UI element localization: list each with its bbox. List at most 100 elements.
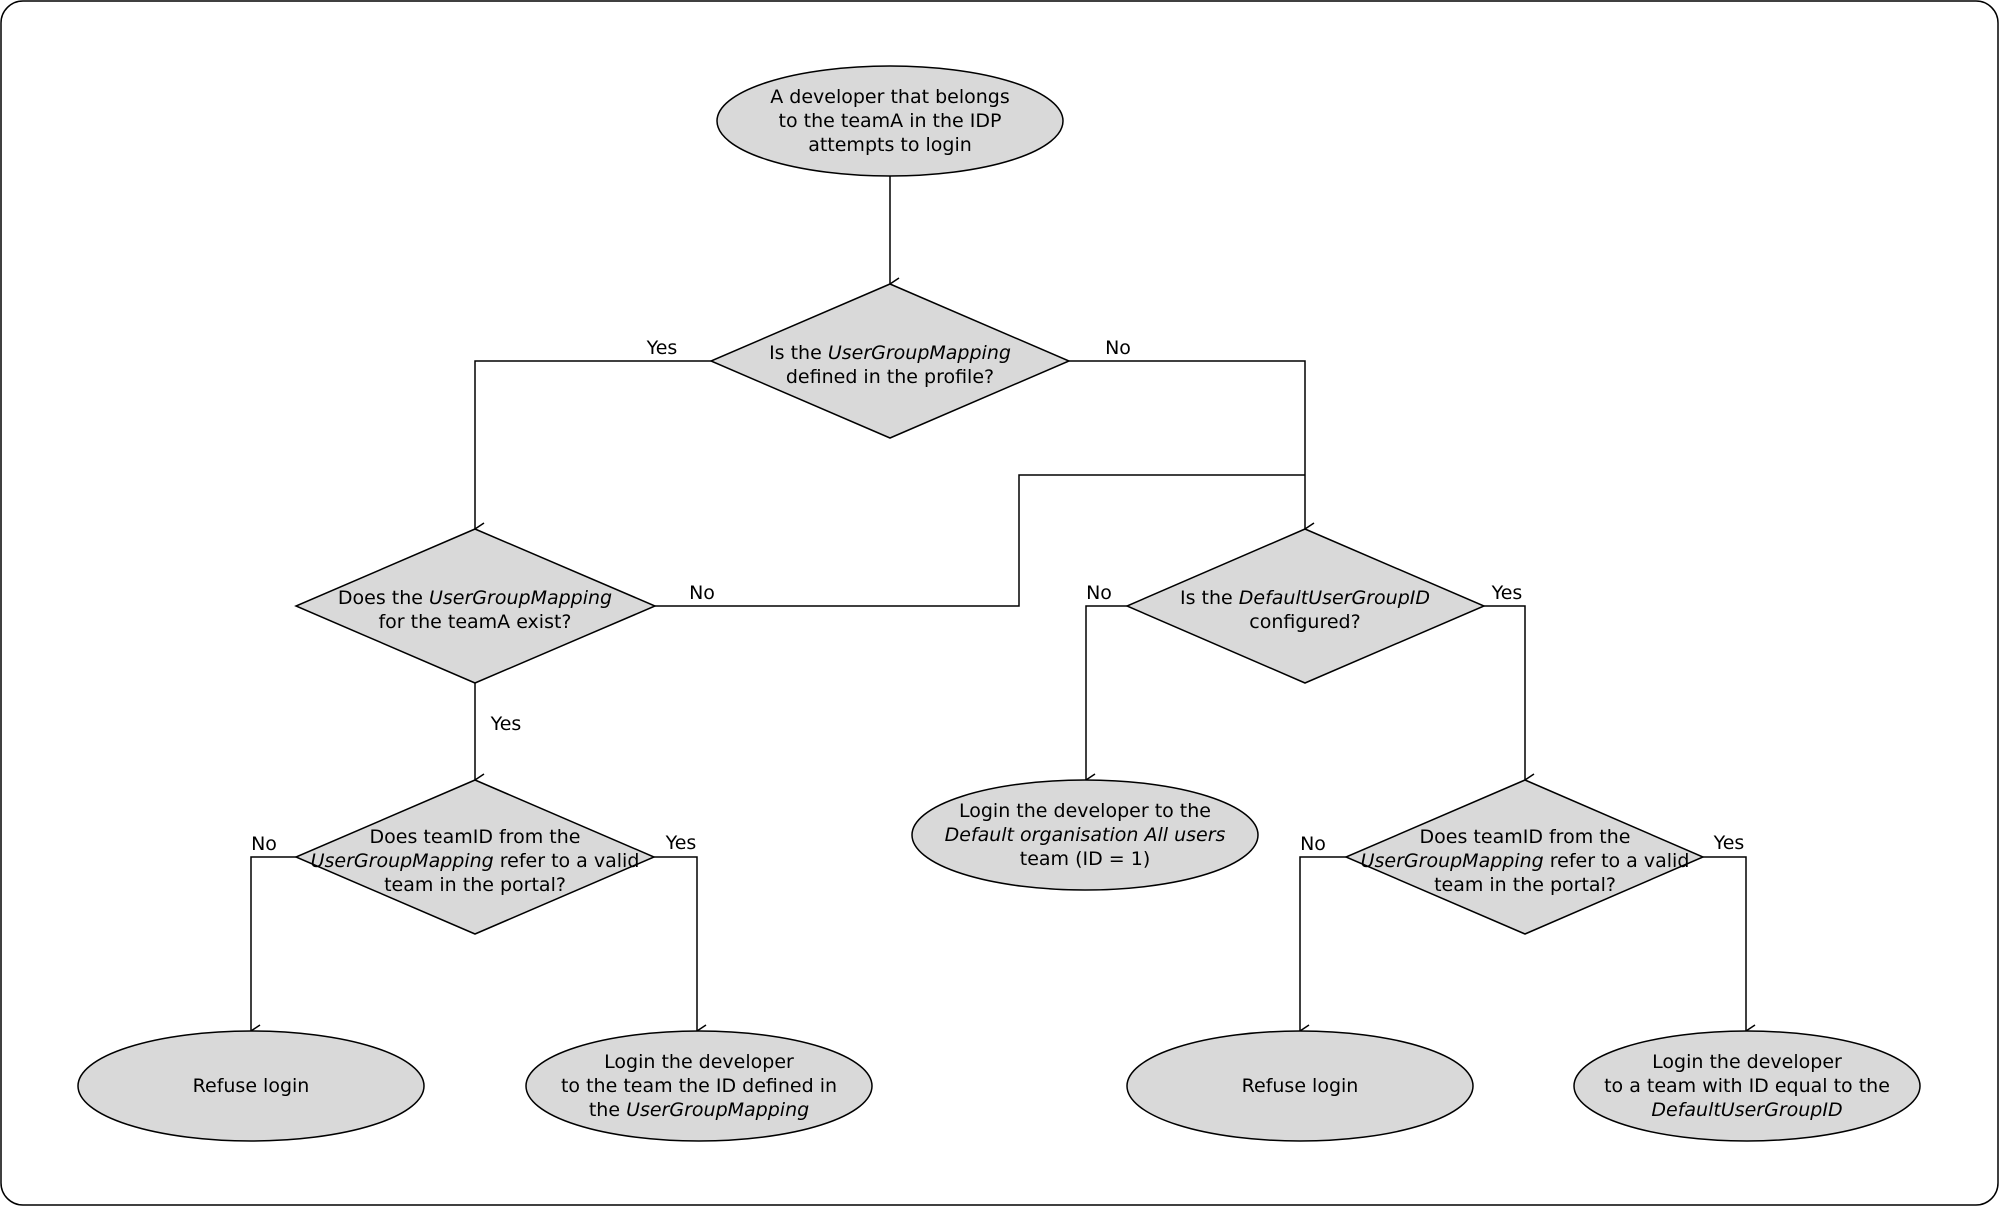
node-text-line: Default organisation All users: [945, 824, 1226, 846]
edge-q3-yes: [1484, 605, 1535, 787]
refuse-login-left-text: Refuse login: [193, 1075, 310, 1097]
text-segment: A developer that belongs: [770, 86, 1010, 108]
terminal-ellipse: [525, 1030, 873, 1142]
decision-diamond: [1125, 528, 1486, 684]
refuse-login-right-node: Refuse login: [1126, 1030, 1474, 1142]
node-text-line: Does the UserGroupMapping: [338, 587, 612, 609]
text-segment: Does teamID from the: [1420, 826, 1631, 848]
text-segment: attempts to login: [808, 134, 972, 156]
node-text-line: to a team with ID equal to the: [1604, 1075, 1890, 1097]
edge-q4-yes: [654, 856, 707, 1038]
edge-label-no: No: [251, 833, 277, 855]
terminal-ellipse: [1573, 1030, 1921, 1142]
node-text-line: for the teamA exist?: [378, 611, 571, 633]
italic-term: DefaultUserGroupID: [1239, 587, 1430, 609]
node-text-line: UserGroupMapping refer to a valid: [311, 850, 640, 872]
text-segment: refer to a valid: [494, 850, 640, 872]
text-segment: team in the portal?: [384, 874, 566, 896]
edge-q1-yes: [473, 360, 711, 536]
node-text-line: defined in the profile?: [786, 366, 994, 388]
edge-label-no: No: [689, 582, 715, 604]
edge-q4-no: [249, 856, 296, 1038]
node-text-line: Is the UserGroupMapping: [769, 342, 1011, 364]
node-text-line: Is the DefaultUserGroupID: [1180, 587, 1430, 609]
text-segment: team in the portal?: [1434, 874, 1616, 896]
terminal-ellipse: [1126, 1030, 1474, 1142]
text-segment: Does teamID from the: [370, 826, 581, 848]
text-segment: Login the developer: [1652, 1051, 1842, 1073]
text-segment: Is the: [769, 342, 828, 364]
text-segment: the: [589, 1099, 626, 1121]
node-text-line: Refuse login: [1242, 1075, 1359, 1097]
edge-label-yes: Yes: [646, 337, 678, 359]
edge-label-no: No: [1300, 833, 1326, 855]
italic-term: Default organisation All users: [945, 824, 1226, 846]
node-text-line: Does teamID from the: [1420, 826, 1631, 848]
text-segment: Login the developer: [604, 1051, 794, 1073]
refuse-login-right-text: Refuse login: [1242, 1075, 1359, 1097]
italic-term: UserGroupMapping: [1361, 850, 1544, 872]
node-text-line: Login the developer: [604, 1051, 794, 1073]
text-segment: to a team with ID equal to the: [1604, 1075, 1890, 1097]
text-segment: defined in the profile?: [786, 366, 994, 388]
edge-label-yes: Yes: [1491, 582, 1523, 604]
node-text-line: DefaultUserGroupID: [1651, 1099, 1842, 1121]
start-ellipse: [716, 65, 1064, 177]
node-text-line: UserGroupMapping refer to a valid: [1361, 850, 1690, 872]
node-text-line: team in the portal?: [1434, 874, 1616, 896]
text-segment: to the teamA in the IDP: [779, 110, 1002, 132]
italic-term: UserGroupMapping: [429, 587, 612, 609]
decision-diamond: [1344, 779, 1705, 935]
node-text-line: the UserGroupMapping: [589, 1099, 809, 1121]
node-text-line: configured?: [1249, 611, 1360, 633]
node-text-line: team (ID = 1): [1020, 848, 1150, 870]
edge-q1-no: [1069, 360, 1315, 536]
edge-label-yes: Yes: [665, 832, 697, 854]
edge-q5-no: [1298, 856, 1346, 1038]
text-segment: Refuse login: [193, 1075, 310, 1097]
text-segment: to the team the ID defined in: [561, 1075, 837, 1097]
node-text-line: Refuse login: [193, 1075, 310, 1097]
terminal-ellipse: [77, 1030, 425, 1142]
node-text-line: to the teamA in the IDP: [779, 110, 1002, 132]
italic-term: UserGroupMapping: [626, 1099, 809, 1121]
edges: [249, 176, 1756, 1038]
decision-diamond: [294, 779, 656, 935]
edge-labels: Yes No No Yes No Yes No Yes No Yes: [251, 337, 1744, 855]
edge-q3-no: [1084, 605, 1127, 787]
edge-q2-no: [655, 474, 1305, 607]
italic-term: DefaultUserGroupID: [1651, 1099, 1842, 1121]
node-text-line: A developer that belongs: [770, 86, 1010, 108]
node-text-line: to the team the ID defined in: [561, 1075, 837, 1097]
refuse-login-left-node: Refuse login: [77, 1030, 425, 1142]
italic-term: UserGroupMapping: [828, 342, 1011, 364]
text-segment: for the teamA exist?: [378, 611, 571, 633]
node-text-line: Does teamID from the: [370, 826, 581, 848]
text-segment: Login the developer to the: [959, 800, 1211, 822]
edge-q5-yes: [1703, 856, 1756, 1038]
text-segment: Is the: [1180, 587, 1239, 609]
node-text-line: attempts to login: [808, 134, 972, 156]
decision-diamond: [709, 283, 1071, 439]
text-segment: Does the: [338, 587, 429, 609]
text-segment: refer to a valid: [1544, 850, 1690, 872]
edge-label-yes: Yes: [1713, 832, 1745, 854]
edge-label-no: No: [1086, 582, 1112, 604]
italic-term: UserGroupMapping: [311, 850, 494, 872]
text-segment: team (ID = 1): [1020, 848, 1150, 870]
node-text-line: Login the developer: [1652, 1051, 1842, 1073]
